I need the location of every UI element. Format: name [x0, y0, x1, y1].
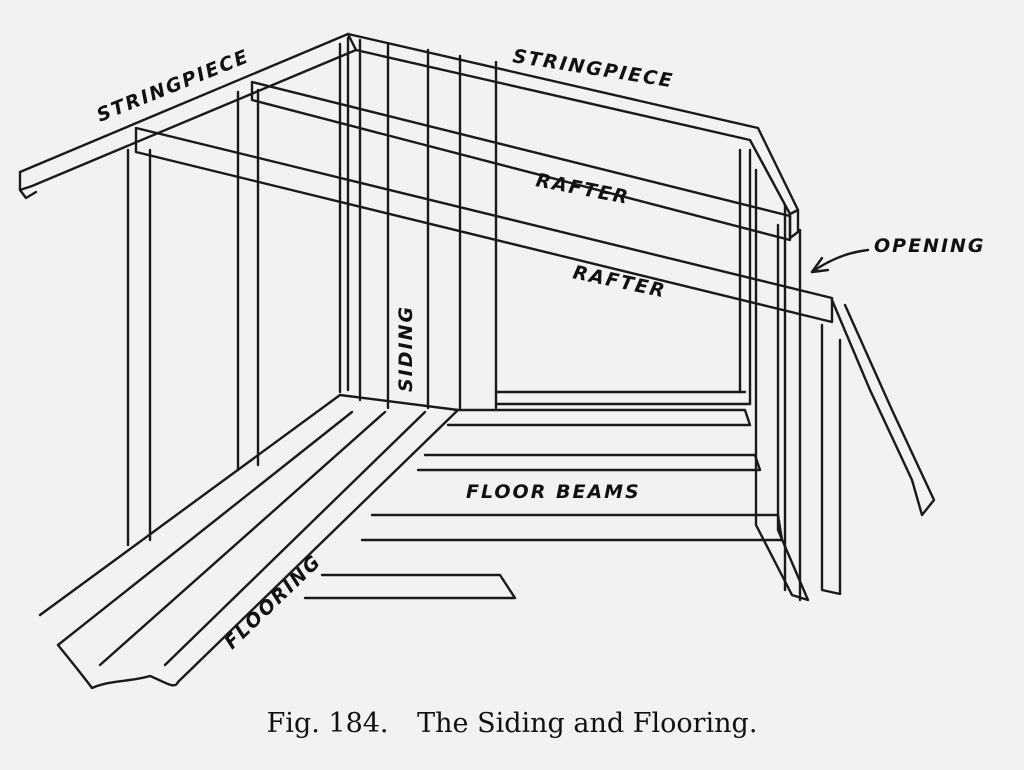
flooring-boards — [38, 393, 460, 690]
label-stringpiece-left: STRINGPIECE — [94, 45, 253, 126]
rafter-lower-beam — [134, 126, 834, 324]
rafter-upper-beam — [250, 80, 792, 242]
label-rafter-lower: RAFTER — [571, 261, 668, 302]
stringpiece-left-beam — [18, 32, 358, 200]
label-flooring: FLOORING — [220, 550, 326, 653]
floor-beams-group — [303, 408, 784, 600]
label-rafter-upper: RAFTER — [534, 169, 631, 209]
right-wall-posts — [738, 148, 936, 602]
label-siding: SIDING — [395, 305, 417, 392]
left-wall-studs — [126, 88, 260, 547]
label-stringpiece-right: STRINGPIECE — [511, 45, 675, 92]
corner-post — [338, 36, 350, 394]
label-floor-beams: FLOOR BEAMS — [466, 481, 641, 503]
label-opening: OPENING — [874, 235, 986, 257]
caption-title: The Siding and Flooring. — [417, 708, 758, 739]
opening-arrow — [810, 248, 870, 274]
caption-figure-number: Fig. 184. — [266, 708, 389, 739]
figure-caption: Fig. 184. The Siding and Flooring. — [0, 708, 1024, 739]
back-wall-siding — [358, 38, 752, 410]
